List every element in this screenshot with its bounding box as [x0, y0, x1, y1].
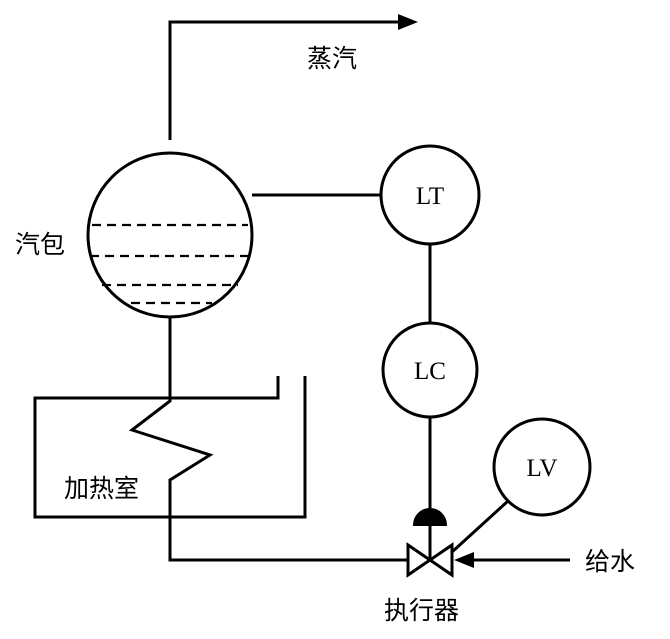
level-transmitter: LT — [379, 144, 481, 246]
level-valve-tag: LV — [526, 455, 557, 482]
feedwater-label: 给水 — [585, 547, 635, 576]
control-valve — [406, 508, 454, 578]
riser-downcomer-pipe — [128, 317, 410, 562]
steam-label: 蒸汽 — [307, 44, 357, 73]
level-controller: LC — [381, 321, 479, 419]
heating-chamber-left-wall — [33, 376, 307, 519]
drum-water-level-lines — [90, 223, 250, 305]
steam-outlet-pipe — [168, 14, 418, 140]
actuator-label: 执行器 — [384, 596, 459, 625]
drum-label: 汽包 — [15, 230, 65, 259]
lv-to-valve-line — [450, 499, 510, 554]
level-controller-tag: LC — [414, 358, 446, 385]
level-transmitter-tag: LT — [416, 183, 444, 210]
feedwater-inlet — [454, 552, 570, 568]
level-valve: LV — [492, 417, 592, 517]
heating-chamber-label: 加热室 — [64, 474, 139, 503]
drum-vessel — [86, 151, 254, 319]
